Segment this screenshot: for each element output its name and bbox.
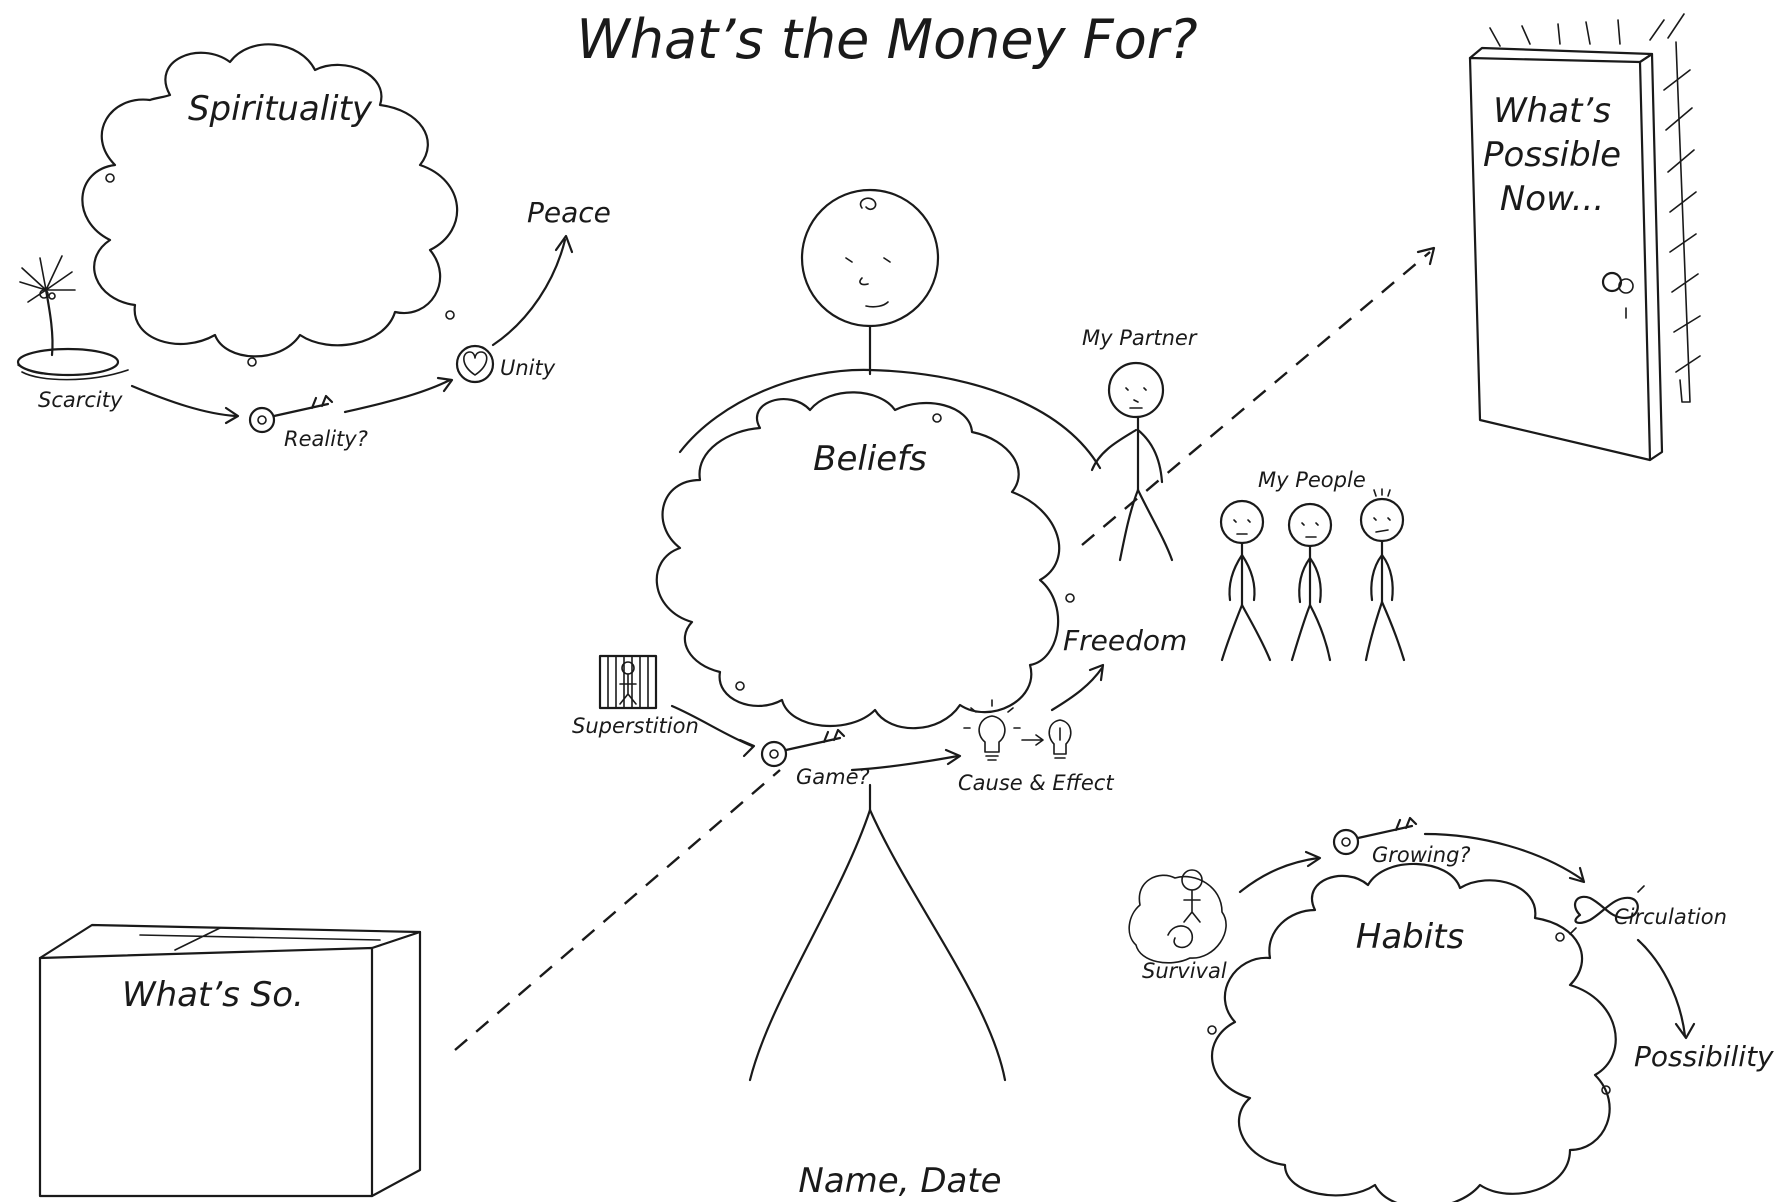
spirituality-cloud [81, 43, 459, 367]
spirituality-arrow-1 [130, 384, 238, 418]
habits-end-label: Possibility [1634, 1040, 1774, 1073]
beliefs-cloud [655, 391, 1075, 730]
beliefs-label: Beliefs [813, 439, 927, 479]
jail-icon [598, 654, 658, 710]
door-line-1: What’s [1493, 91, 1611, 131]
habits-arrow-3 [1636, 938, 1687, 1038]
spirituality-label: Spirituality [188, 89, 373, 129]
people-figure-2 [1287, 502, 1333, 662]
beliefs-arrowhead-1 [738, 738, 756, 758]
lightbulb-icon [963, 699, 1072, 761]
beliefs-start-label: Superstition [572, 714, 699, 738]
habits-arrowhead-1 [1304, 850, 1322, 868]
name-date: Name, Date [798, 1161, 1001, 1201]
partner-figure [1090, 361, 1174, 562]
beliefs-arrow-2 [850, 754, 960, 772]
spirituality-key-label: Reality? [284, 427, 368, 451]
box-label: What’s So. [122, 975, 304, 1015]
beliefs-arrow-3 [1050, 666, 1104, 712]
people-figure-1 [1219, 499, 1272, 662]
heart-icon [455, 344, 495, 384]
habits-arrowhead-3 [1674, 1022, 1696, 1040]
spirituality-middle-label: Unity [500, 356, 556, 380]
spirituality-arrowhead-3 [554, 234, 574, 254]
door-icon [1468, 13, 1701, 462]
door-line-3: Now... [1500, 179, 1604, 219]
habits-arrow-1 [1238, 856, 1320, 894]
beliefs-end-label: Freedom [1063, 624, 1187, 657]
key-icon [1332, 816, 1418, 856]
dashed-line-lower [454, 769, 781, 1051]
palm-island-icon [16, 255, 129, 381]
dashed-arrowhead [1416, 246, 1436, 266]
habits-start-label: Survival [1142, 959, 1227, 983]
central-figure [678, 188, 1102, 1082]
dashed-line-upper [1081, 251, 1431, 546]
spirituality-end-label: Peace [527, 196, 611, 229]
spirituality-arrow-2 [343, 378, 452, 414]
habits-key-label: Growing? [1372, 843, 1471, 867]
people-label: My People [1258, 468, 1366, 492]
spirituality-arrowhead-1 [224, 406, 240, 425]
beliefs-arrowhead-2 [944, 748, 962, 766]
people-figure-3 [1359, 488, 1406, 662]
page-title: What’s the Money For? [576, 8, 1197, 71]
habits-arrowhead-2 [1568, 866, 1586, 884]
stick-figure-icon [1128, 869, 1227, 964]
spirituality-arrow-3 [491, 238, 567, 347]
beliefs-arrowhead-3 [1088, 663, 1105, 682]
habits-middle-label: Circulation [1614, 905, 1727, 929]
spirituality-start-label: Scarcity [38, 388, 123, 412]
partner-label: My Partner [1082, 326, 1198, 350]
key-icon [760, 728, 846, 768]
box-icon [38, 923, 422, 1198]
habits-cloud [1207, 862, 1617, 1202]
spirituality-arrowhead-2 [436, 376, 454, 393]
beliefs-middle-label: Cause & Effect [958, 771, 1114, 795]
key-icon [248, 394, 334, 434]
habits-label: Habits [1356, 917, 1464, 957]
door-line-2: Possible [1483, 135, 1621, 175]
infinity-icon [1569, 885, 1645, 935]
habits-arrow-2 [1423, 832, 1585, 882]
